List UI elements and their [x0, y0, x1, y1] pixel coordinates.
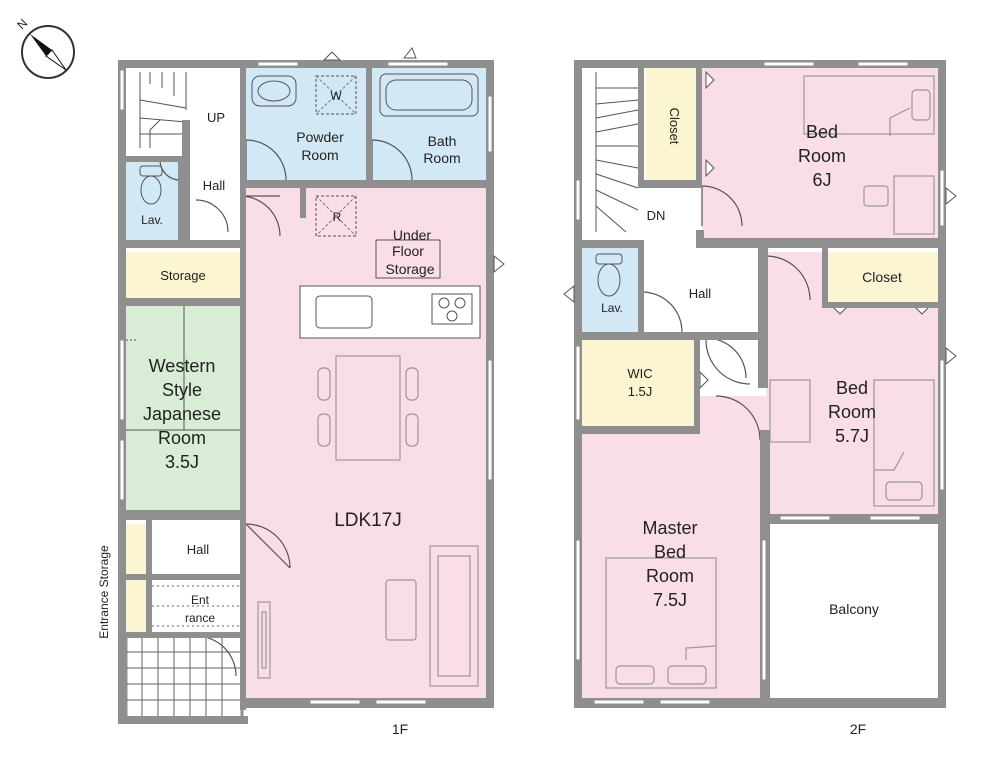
underfloor-storage-box: [375, 239, 441, 279]
room-fill-master-bedroom: [582, 434, 766, 698]
vent-markers-1f: [322, 47, 505, 274]
floor-1f: [118, 47, 505, 724]
label-underfloor-1: Under: [393, 227, 431, 243]
label-bedroom-57j-1: Bed: [836, 378, 868, 398]
label-japanese-5: 3.5J: [165, 452, 199, 472]
label-japanese-2: Style: [162, 380, 202, 400]
room-fill-bedroom-6j: [702, 68, 938, 240]
kitchen-counter: [299, 285, 481, 339]
room-fill-hall-2f-b: [642, 248, 758, 332]
vent-markers-2f: [563, 186, 957, 366]
label-entrance-1: Ent: [191, 593, 210, 607]
label-bedroom-6j-2: Room: [798, 146, 846, 166]
bed-6j: [803, 75, 935, 136]
room-fill-ldk: [246, 188, 486, 698]
toilet-icon: [139, 165, 163, 205]
label-wic-2: 1.5J: [628, 384, 653, 399]
compass-needle-north: [30, 34, 52, 56]
label-bedroom-57j-3: 5.7J: [835, 426, 869, 446]
label-master-3: Room: [646, 566, 694, 586]
room-fill-lav-1f: [126, 160, 178, 240]
label-bedroom-57j-2: Room: [828, 402, 876, 422]
label-entrance-storage: Entrance Storage: [97, 545, 111, 639]
label-japanese-4: Room: [158, 428, 206, 448]
label-lav-2f: Lav.: [601, 301, 623, 315]
label-dn: DN: [647, 208, 666, 223]
floor-2f: [563, 60, 957, 708]
bed-master: [605, 557, 717, 689]
room-fill-bath-room: [372, 68, 486, 180]
label-underfloor-3: Storage: [385, 261, 434, 277]
toilet-icon-2f: [595, 253, 623, 297]
label-powder-room-1: Powder: [296, 129, 344, 145]
stairs-2f: [595, 72, 639, 233]
label-floor-2f: 2F: [850, 721, 866, 737]
room-fill-hall-2f-c: [700, 332, 760, 396]
room-fill-closet-left: [646, 68, 696, 182]
label-up: UP: [207, 110, 225, 125]
entrance-tiles: [124, 585, 244, 720]
label-refrigerator: R: [333, 210, 342, 224]
label-entrance-2: rance: [185, 611, 215, 625]
label-bedroom-6j-3: 6J: [812, 170, 831, 190]
dining-table: [317, 355, 419, 461]
sink-icon: [251, 75, 297, 107]
windows-1f: [119, 61, 493, 705]
room-fill-japanese-room: [126, 306, 240, 510]
compass-north-label: N: [14, 16, 30, 32]
windows-2f: [575, 61, 945, 705]
label-bedroom-6j-1: Bed: [806, 122, 838, 142]
room-fill-lav-2f: [582, 248, 638, 332]
tatami-lines: [126, 306, 240, 431]
label-hall-top: Hall: [203, 178, 226, 193]
label-japanese-3: Japanese: [143, 404, 221, 424]
room-fill-master-upper: [700, 396, 766, 436]
label-balcony: Balcony: [829, 601, 879, 617]
label-ldk: LDK17J: [334, 510, 402, 531]
stairs-1f: [139, 72, 187, 148]
room-fill-entrance: [150, 580, 240, 636]
label-floor-1f: 1F: [392, 721, 408, 737]
room-fill-balcony: [770, 522, 942, 698]
label-master-1: Master: [642, 518, 697, 538]
tv-board: [257, 601, 271, 679]
labels-1f: UP Hall Lav. Powder Room W Bath Room R U…: [97, 89, 461, 737]
bed-57j: [873, 379, 935, 507]
label-closet-left: Closet: [667, 108, 682, 145]
label-storage-1f: Storage: [160, 268, 206, 283]
coffee-table: [385, 579, 417, 641]
room-fill-closet-right-b: [828, 252, 938, 302]
label-powder-room-2: Room: [301, 147, 338, 163]
label-bath-room-1: Bath: [428, 133, 457, 149]
labels-2f: DN Closet Bed Room 6J Lav. Hall Closet W…: [601, 108, 902, 737]
label-underfloor-2: Floor: [392, 243, 424, 259]
desk-6j: [863, 175, 935, 235]
refrigerator-icon: [315, 195, 357, 237]
label-hall-2f: Hall: [689, 286, 712, 301]
compass: N: [14, 16, 75, 79]
compass-needle-south: [45, 49, 67, 71]
room-fill-stairs-1f: [126, 68, 190, 160]
label-japanese-1: Western: [149, 356, 216, 376]
room-fill-hall-entrance: [150, 524, 240, 572]
desk-57j: [769, 379, 811, 443]
room-fill-storage-1f: [126, 252, 240, 298]
label-wic-1: WIC: [627, 366, 652, 381]
label-master-4: 7.5J: [653, 590, 687, 610]
room-fill-wic: [582, 340, 694, 426]
bathtub-icon: [379, 73, 479, 117]
room-fill-powder-room: [246, 68, 366, 180]
room-fill-hall-top: [190, 68, 242, 240]
sofa: [429, 545, 479, 687]
washer-icon: [315, 75, 357, 115]
label-master-2: Bed: [654, 542, 686, 562]
label-hall-entrance: Hall: [187, 542, 210, 557]
label-washer: W: [330, 89, 342, 103]
room-fill-stairs-2f: [582, 68, 642, 240]
room-fill-hall-2f: [642, 186, 702, 240]
label-bath-room-2: Room: [423, 150, 460, 166]
label-closet-right: Closet: [862, 269, 902, 285]
label-lav-1f: Lav.: [141, 213, 163, 227]
